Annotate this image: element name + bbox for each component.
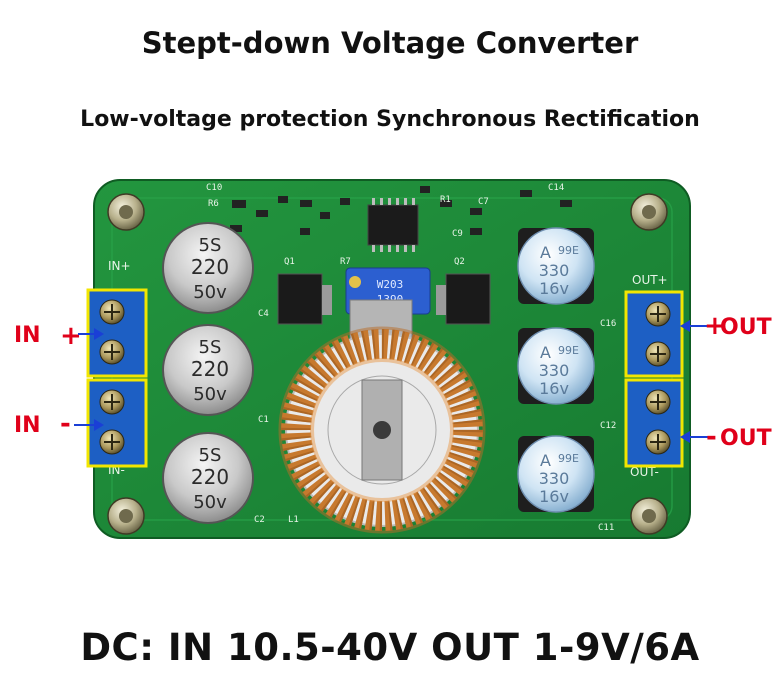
input-capacitor-1: 5S 220 50v [162, 222, 254, 314]
svg-text:+: + [704, 311, 726, 341]
output-capacitor-1: A 99E 330 16v [517, 227, 595, 305]
svg-text:OUT+: OUT+ [632, 273, 668, 287]
pot-label-1: W203 [377, 278, 404, 291]
svg-text:C7: C7 [478, 197, 489, 207]
svg-text:99E: 99E [558, 452, 579, 465]
svg-text:5S: 5S [199, 235, 222, 256]
mounting-hole-bottom-left-icon [107, 497, 145, 535]
svg-text:C10: C10 [206, 183, 222, 193]
svg-text:R1: R1 [440, 195, 451, 205]
mounting-hole-bottom-right-icon [630, 497, 668, 535]
output-capacitor-2: A 99E 330 16v [517, 327, 595, 405]
svg-text:OUT: OUT [720, 426, 772, 451]
svg-text:330: 330 [539, 261, 570, 280]
mounting-hole-top-right-icon [630, 193, 668, 231]
svg-text:16v: 16v [539, 379, 569, 398]
svg-text:220: 220 [191, 465, 229, 489]
svg-text:C14: C14 [548, 183, 564, 193]
svg-text:OUT: OUT [720, 315, 772, 340]
arrow-right-icon [94, 419, 104, 431]
svg-text:+: + [60, 321, 82, 351]
page-subtitle: Low-voltage protection Synchronous Recti… [80, 107, 700, 132]
controller-ic [367, 204, 419, 246]
svg-text:A: A [540, 451, 551, 470]
svg-text:A: A [540, 343, 551, 362]
callout-in-minus: IN - [14, 409, 104, 439]
svg-text:C2: C2 [254, 515, 265, 525]
svg-text:16v: 16v [539, 279, 569, 298]
svg-text:-: - [706, 422, 717, 452]
arrow-left-icon [680, 431, 690, 443]
output-capacitor-3: A 99E 330 16v [517, 435, 595, 513]
input-capacitor-3: 5S 220 50v [162, 432, 254, 524]
arrow-left-icon [680, 320, 690, 332]
arrow-right-icon [94, 328, 104, 340]
svg-text:A: A [540, 243, 551, 262]
input-capacitor-2: 5S 220 50v [162, 324, 254, 416]
svg-text:IN: IN [14, 413, 41, 438]
svg-text:R6: R6 [208, 199, 219, 209]
svg-text:Q2: Q2 [454, 257, 465, 267]
svg-text:16v: 16v [539, 487, 569, 506]
svg-text:220: 220 [191, 255, 229, 279]
svg-text:50v: 50v [193, 282, 227, 303]
svg-text:99E: 99E [558, 344, 579, 357]
svg-text:330: 330 [539, 469, 570, 488]
toroid-inductor [278, 326, 486, 534]
svg-text:5S: 5S [199, 337, 222, 358]
svg-text:50v: 50v [193, 492, 227, 513]
svg-text:C4: C4 [258, 309, 269, 319]
svg-text:-: - [60, 409, 71, 439]
silkscreen-labels: IN+ IN- OUT+ OUT- Q1 Q2 R7 L1 C1 C2 C4 C… [108, 183, 668, 533]
svg-text:C1: C1 [258, 415, 269, 425]
svg-text:IN: IN [14, 323, 41, 348]
smd-components [230, 186, 572, 235]
svg-text:L1: L1 [288, 515, 299, 525]
svg-text:Q1: Q1 [284, 257, 295, 267]
output-terminal-minus [624, 378, 684, 468]
callout-out-minus: - OUT [680, 422, 772, 452]
output-terminal-plus [624, 290, 684, 378]
svg-text:C12: C12 [600, 421, 616, 431]
svg-text:330: 330 [539, 361, 570, 380]
callout-out-plus: + OUT [680, 311, 772, 341]
svg-text:R7: R7 [340, 257, 351, 267]
svg-text:C16: C16 [600, 319, 616, 329]
mosfet-q2 [445, 273, 491, 325]
input-terminal-minus [86, 378, 148, 468]
svg-text:IN+: IN+ [108, 259, 131, 273]
svg-text:50v: 50v [193, 384, 227, 405]
mosfet-q1 [277, 273, 323, 325]
svg-text:5S: 5S [199, 445, 222, 466]
mounting-hole-top-left-icon [107, 193, 145, 231]
svg-text:220: 220 [191, 357, 229, 381]
svg-text:OUT-: OUT- [630, 465, 659, 479]
svg-text:99E: 99E [558, 244, 579, 257]
svg-text:C11: C11 [598, 523, 614, 533]
callout-in-plus: IN + [14, 321, 104, 351]
page-title: Stept-down Voltage Converter [141, 26, 639, 60]
spec-line: DC: IN 10.5-40V OUT 1-9V/6A [80, 626, 700, 669]
svg-text:C9: C9 [452, 229, 463, 239]
